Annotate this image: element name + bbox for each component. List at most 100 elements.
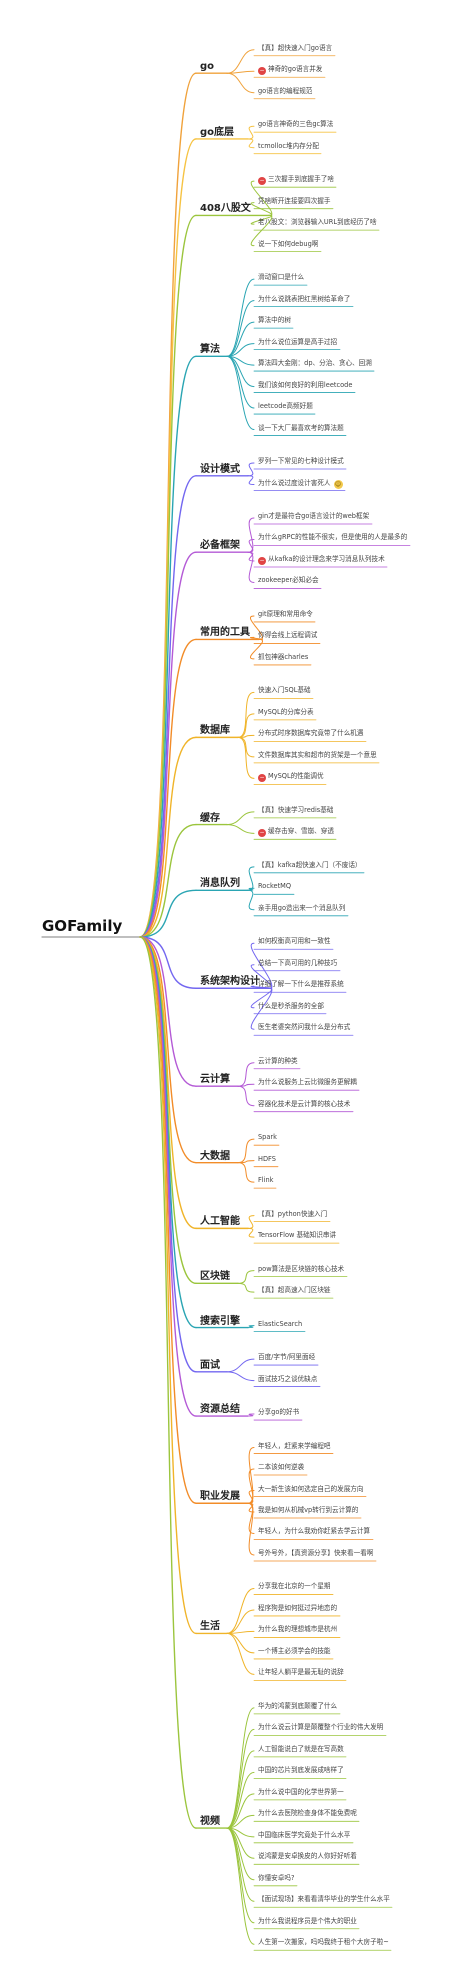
leaf-text: 为什么我说程序员是个伟大的职业 <box>258 1916 357 1925</box>
branch-connector-20 <box>139 936 197 1829</box>
leaf-3-7: 谈一下大厂最喜欢考的算法题 <box>258 423 344 433</box>
leaf-4-0: 罗列一下常见的七种设计模式 <box>258 456 344 466</box>
leaf-20-6: 中国临床医学究竟处于什么水平 <box>258 1830 350 1840</box>
leaf-text: 算法四大金刚：dp、分治、贪心、回溯 <box>258 359 372 368</box>
leaf-text: RocketMQ <box>258 882 292 891</box>
category-13: 人工智能 <box>200 1216 240 1228</box>
leaf-2-3: 说一下如何debug啊 <box>258 239 318 249</box>
leaf-text: MySQL的性能调优 <box>268 772 324 781</box>
category-19: 生活 <box>200 1621 220 1633</box>
category-7: 数据库 <box>200 725 230 737</box>
leaf-text: zookeeper必知必会 <box>258 576 319 585</box>
leaf-text: 为什么说过度设计害死人 <box>258 478 331 487</box>
branch-connector-6 <box>139 638 197 938</box>
leaf-connector-12-0 <box>237 1138 255 1164</box>
leaf-connector-11-0 <box>237 1062 255 1087</box>
leaf-connector-7-1 <box>237 713 255 738</box>
category-1: go底层 <box>200 126 235 138</box>
leaf-connector-12-1 <box>237 1160 255 1164</box>
leaf-text: Spark <box>258 1133 277 1142</box>
leaf-11-2: 容器化技术是云计算的核心技术 <box>258 1099 350 1109</box>
leaf-15-0: ElasticSearch <box>258 1319 302 1329</box>
leaf-8-1: −缓存击穿、雪崩、穿透 <box>258 826 334 838</box>
leaf-6-1: 你得会线上远程调试 <box>258 630 317 640</box>
leaf-connector-20-5 <box>226 1814 255 1829</box>
leaf-text: 总结一下高可用的几种技巧 <box>258 958 338 967</box>
leaf-text: 百度/字节/阿里面经 <box>258 1353 316 1362</box>
leaf-text: 文件数据库其实和超市的货架是一个意思 <box>258 750 377 759</box>
leaf-connector-16-0 <box>226 1358 255 1373</box>
leaf-20-8: 你懂安卓吗? <box>258 1873 294 1883</box>
leaf-19-4: 让年轻人躺平是最无耻的说辞 <box>258 1667 344 1677</box>
leaf-text: 凭啥断开连接要四次握手 <box>258 196 331 205</box>
leaf-connector-19-4 <box>226 1632 255 1675</box>
leaf-12-0: Spark <box>258 1132 277 1142</box>
leaf-7-2: 分布式时序数据库究竟带了什么机遇 <box>258 728 364 738</box>
branch-connector-12 <box>139 936 197 1164</box>
leaf-13-1: TensorFlow 基础知识串讲 <box>258 1230 336 1240</box>
leaf-connector-3-1 <box>226 300 255 357</box>
leaf-connector-0-2 <box>226 72 255 94</box>
leaf-16-0: 百度/字节/阿里面经 <box>258 1352 315 1362</box>
leaf-20-2: 人工智能说白了就是在写高数 <box>258 1744 344 1754</box>
leaf-6-2: 抓包神器charles <box>258 652 308 662</box>
leaf-text: 谈一下大厂最喜欢考的算法题 <box>258 423 344 432</box>
leaf-20-5: 为什么去医院检查身体不能免费呢 <box>258 1808 357 1818</box>
leaf-connector-12-2 <box>237 1162 255 1183</box>
leaf-text: 年轻人，为什么我劝你赶紧去学云计算 <box>258 1527 371 1536</box>
branch-connector-9 <box>139 889 197 938</box>
leaf-text: 说鸿蒙是安卓换皮的人你好好听着 <box>258 1852 357 1861</box>
leaf-connector-3-6 <box>226 355 255 409</box>
category-14: 区块链 <box>200 1271 230 1283</box>
leaf-connector-19-0 <box>226 1587 255 1634</box>
leaf-5-3: zookeeper必知必会 <box>258 575 319 585</box>
leaf-text: 程序狗是如何挺过异地恋的 <box>258 1603 338 1612</box>
leaf-19-3: 一个博主必须学会的技能 <box>258 1646 331 1656</box>
leaf-text: 什么是秒杀服务的全部 <box>258 1001 324 1010</box>
category-9: 消息队列 <box>200 878 240 890</box>
leaf-connector-9-2 <box>247 889 255 911</box>
leaf-text: 算法中的树 <box>258 316 291 325</box>
leaf-text: git原理和常用命令 <box>258 609 313 618</box>
leaf-20-0: 华为的鸿蒙到底颠覆了什么 <box>258 1701 337 1711</box>
category-4: 设计模式 <box>200 463 240 475</box>
category-8: 缓存 <box>200 812 220 824</box>
leaf-text: 为什么去医院检查身体不能免费呢 <box>258 1809 357 1818</box>
leaf-19-0: 分享我在北京的一个星期 <box>258 1581 331 1591</box>
leaf-text: 【面试现场】来看看清华毕业的学生什么水平 <box>258 1895 390 1904</box>
leaf-text: 【真】kafka超快速入门（不废话） <box>258 860 362 869</box>
leaf-text: 快速入门SQL基础 <box>258 686 311 695</box>
leaf-20-9: 【面试现场】来看看清华毕业的学生什么水平 <box>258 1894 390 1904</box>
branch-connector-5 <box>139 551 197 938</box>
leaf-0-2: go语言的编程规范 <box>258 86 312 96</box>
leaf-connector-8-0 <box>226 811 255 826</box>
category-10: 系统架构设计 <box>200 976 260 988</box>
alert-icon: − <box>258 67 266 76</box>
leaf-connector-3-0 <box>226 278 255 357</box>
branch-connector-17 <box>139 936 197 1417</box>
branch-connector-1 <box>139 138 197 938</box>
leaf-2-2: 老八股文：浏览器输入URL到底经历了啥 <box>258 217 377 227</box>
leaf-connector-20-11 <box>226 1827 255 1945</box>
leaf-5-0: gin才是最符合go语言设计的web框架 <box>258 511 369 521</box>
leaf-text: 分享go的好书 <box>258 1408 300 1417</box>
leaf-text: gin才是最符合go语言设计的web框架 <box>258 512 370 520</box>
leaf-text: 详细了解一下什么是推荐系统 <box>258 980 344 989</box>
leaf-text: 云计算的种类 <box>258 1056 298 1065</box>
leaf-10-1: 总结一下高可用的几种技巧 <box>258 958 337 968</box>
leaf-text: Flink <box>258 1176 274 1185</box>
branch-connector-15 <box>139 936 197 1329</box>
leaf-text: 容器化技术是云计算的核心技术 <box>258 1099 351 1108</box>
leaf-3-6: leetcode高频好题 <box>258 401 313 411</box>
leaf-connector-13-0 <box>247 1215 255 1229</box>
branch-connector-10 <box>139 936 197 989</box>
leaf-20-3: 中国的芯片到底发展成啥样了 <box>258 1765 344 1775</box>
leaf-text: 我们该如何良好的利用leetcode <box>258 380 353 389</box>
branch-connector-4 <box>139 475 197 938</box>
leaf-connector-18-5 <box>247 1502 255 1556</box>
leaf-text: 中国临床医学究竟处于什么水平 <box>258 1830 351 1839</box>
leaf-connector-19-1 <box>226 1609 255 1634</box>
branch-connector-13 <box>139 936 197 1230</box>
leaf-connector-20-0 <box>226 1707 255 1829</box>
leaf-connector-3-7 <box>226 355 255 431</box>
